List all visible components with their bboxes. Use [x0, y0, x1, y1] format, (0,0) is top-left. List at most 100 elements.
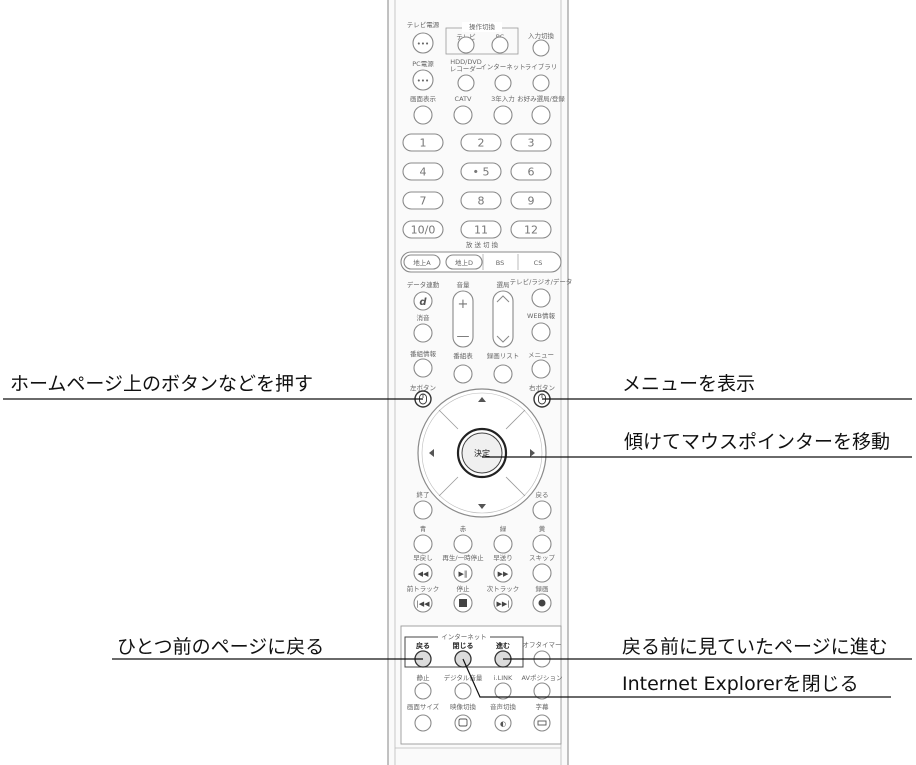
leader-close-ie	[462, 658, 891, 698]
label-green: 緑	[500, 524, 507, 533]
end-button[interactable]	[413, 500, 433, 520]
label-yellow: 黄	[539, 524, 546, 533]
ilink-button[interactable]	[494, 682, 512, 700]
volume-rocker[interactable]	[452, 290, 474, 348]
channel-rocker[interactable]	[492, 290, 514, 348]
play-pause-icon: ▶‖	[459, 570, 468, 578]
num-button-2[interactable]	[460, 133, 502, 152]
pc-power-button[interactable]	[412, 69, 434, 91]
label-red: 赤	[460, 525, 467, 533]
label-pc-power: PC電源	[412, 59, 434, 68]
audio-switch-button[interactable]	[494, 714, 512, 732]
label-blue: 青	[420, 524, 427, 533]
label-ilink: i.LINK	[494, 674, 513, 682]
next-track-button[interactable]	[493, 593, 513, 613]
label-right-button: 右ボタン	[529, 383, 555, 392]
label-play-pause: 再生/一時停止	[442, 553, 484, 562]
num-button-9[interactable]	[510, 191, 552, 210]
label-library: ライブラリ	[525, 62, 558, 71]
num-label-6: 6	[528, 166, 535, 179]
hdd-button[interactable]	[457, 74, 475, 92]
3digit-button[interactable]	[493, 105, 513, 125]
mute-button[interactable]	[413, 323, 433, 343]
label-recording-list: 録画リスト	[487, 351, 520, 360]
rewind-icon: ◀◀	[418, 570, 429, 578]
av-position-button[interactable]	[533, 682, 551, 700]
data-link-button[interactable]	[413, 291, 433, 311]
num-button-11[interactable]	[460, 220, 502, 239]
label-broadcast: 放 送 切 換	[466, 240, 499, 249]
green-button[interactable]	[493, 534, 513, 554]
menu-button[interactable]	[531, 359, 551, 379]
label-program-guide: 番組表	[453, 351, 473, 360]
channel-down-icon	[496, 335, 510, 343]
input-switch-button[interactable]	[532, 39, 550, 57]
label-stop: 停止	[457, 584, 471, 593]
record-icon	[538, 599, 546, 607]
broadcast-ground-a-button[interactable]	[403, 254, 441, 270]
pc-op-button[interactable]	[491, 36, 509, 54]
still-button[interactable]	[414, 682, 432, 700]
num-label-3: 3	[528, 137, 535, 150]
prev-track-button[interactable]	[413, 593, 433, 613]
video-switch-button[interactable]	[454, 714, 472, 732]
num-button-7[interactable]	[402, 191, 444, 210]
label-ie-close: 閉じる	[453, 641, 474, 650]
label-next-track: 次トラック	[487, 584, 520, 593]
skip-button[interactable]	[532, 563, 552, 583]
broadcast-label-0: 地上A	[413, 258, 431, 267]
label-hdd: HDD/DVD	[450, 58, 481, 66]
catv-button[interactable]	[453, 105, 473, 125]
num-button-3[interactable]	[510, 133, 552, 152]
program-guide-button[interactable]	[453, 364, 473, 384]
prev-track-icon: |◀◀	[416, 600, 430, 608]
tv-op-button[interactable]	[457, 36, 475, 54]
label-volume: 音量	[457, 280, 471, 289]
program-info-button[interactable]	[413, 358, 433, 378]
tv-radio-button[interactable]	[531, 288, 551, 308]
broadcast-ground-d-button[interactable]	[445, 254, 483, 270]
back-button[interactable]	[532, 500, 552, 520]
label-ie-back: 戻る	[415, 641, 430, 650]
fast-forward-button[interactable]	[493, 563, 513, 583]
num-button-10[interactable]	[402, 220, 444, 239]
label-record: 録画	[536, 584, 549, 593]
num-button-8[interactable]	[460, 191, 502, 210]
num-button-4[interactable]	[402, 162, 444, 181]
num-button-6[interactable]	[510, 162, 552, 181]
screen-display-button[interactable]	[413, 105, 433, 125]
web-info-button[interactable]	[531, 322, 551, 342]
yellow-button[interactable]	[532, 534, 552, 554]
label-ie-forward: 進む	[496, 641, 510, 650]
library-button[interactable]	[532, 74, 550, 92]
stop-icon	[459, 599, 467, 607]
digital-volume-button[interactable]	[454, 682, 472, 700]
internet-button[interactable]	[494, 74, 512, 92]
favorite-button[interactable]	[531, 105, 551, 125]
next-track-icon: ▶▶|	[496, 600, 509, 608]
label-end: 終了	[417, 490, 430, 499]
play-pause-button[interactable]	[453, 563, 473, 583]
red-button[interactable]	[453, 534, 473, 554]
num-button-12[interactable]	[510, 220, 552, 239]
label-fast-forward: 早送り	[493, 553, 513, 562]
label-av-position: AVポジション	[522, 674, 563, 682]
label-screen-display: 画面表示	[410, 94, 437, 103]
num-label-12: 12	[524, 224, 538, 237]
num-button-5[interactable]	[460, 162, 502, 181]
rewind-button[interactable]	[413, 563, 433, 583]
num-label-7: 7	[420, 195, 427, 208]
arrow-up-icon	[478, 397, 486, 402]
label-audio-switch: 音声切換	[490, 702, 517, 711]
tv-power-button[interactable]	[412, 32, 434, 54]
plus-icon: +	[458, 297, 469, 312]
screen-size-button[interactable]	[414, 714, 432, 732]
subtitle-button[interactable]	[533, 714, 551, 732]
blue-button[interactable]	[413, 534, 433, 554]
callout-homepage-button: ホームページ上のボタンなどを押す	[10, 373, 314, 395]
label-still: 静止	[417, 673, 431, 682]
recording-list-button[interactable]	[493, 364, 513, 384]
label-video-switch: 映像切換	[450, 702, 477, 711]
num-button-1[interactable]	[402, 133, 444, 152]
